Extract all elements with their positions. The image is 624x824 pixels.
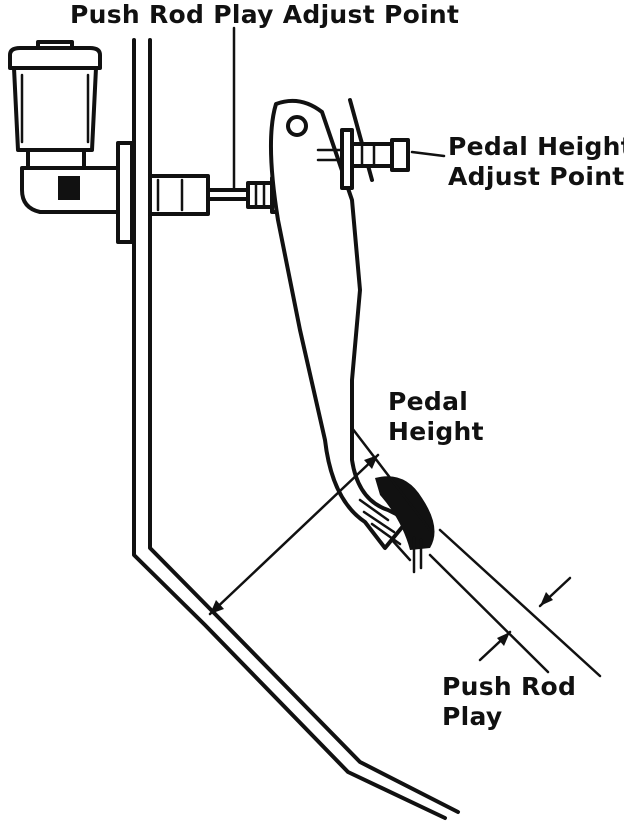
label-pedal-height-line2: Height bbox=[388, 417, 484, 446]
label-push-rod-play: Push Rod Play bbox=[442, 672, 576, 732]
master-cylinder-reservoir bbox=[8, 40, 102, 170]
pedal-stopper-bolt bbox=[316, 98, 446, 190]
clutch-pedal-arm bbox=[268, 98, 410, 550]
label-push-rod-play-line2: Play bbox=[442, 702, 503, 731]
pedal-pad bbox=[358, 476, 435, 574]
label-pedal-height-line1: Pedal bbox=[388, 387, 469, 416]
pedal-height-dimension bbox=[208, 426, 432, 616]
label-push-rod-play-adjust-point: Push Rod Play Adjust Point bbox=[70, 0, 460, 29]
label-pedal-height-adjust-point-line1: Pedal Height bbox=[448, 132, 624, 161]
push-rod-play-dimension bbox=[428, 528, 602, 678]
label-push-rod-play-line1: Push Rod bbox=[442, 672, 577, 701]
label-pedal-height: Pedal Height bbox=[388, 387, 484, 447]
firewall-floor-panel bbox=[132, 38, 460, 820]
master-cylinder-body bbox=[20, 141, 210, 244]
label-pedal-height-adjust-point: Pedal Height Adjust Point bbox=[448, 132, 624, 192]
label-pedal-height-adjust-point-line2: Adjust Point bbox=[448, 162, 624, 191]
